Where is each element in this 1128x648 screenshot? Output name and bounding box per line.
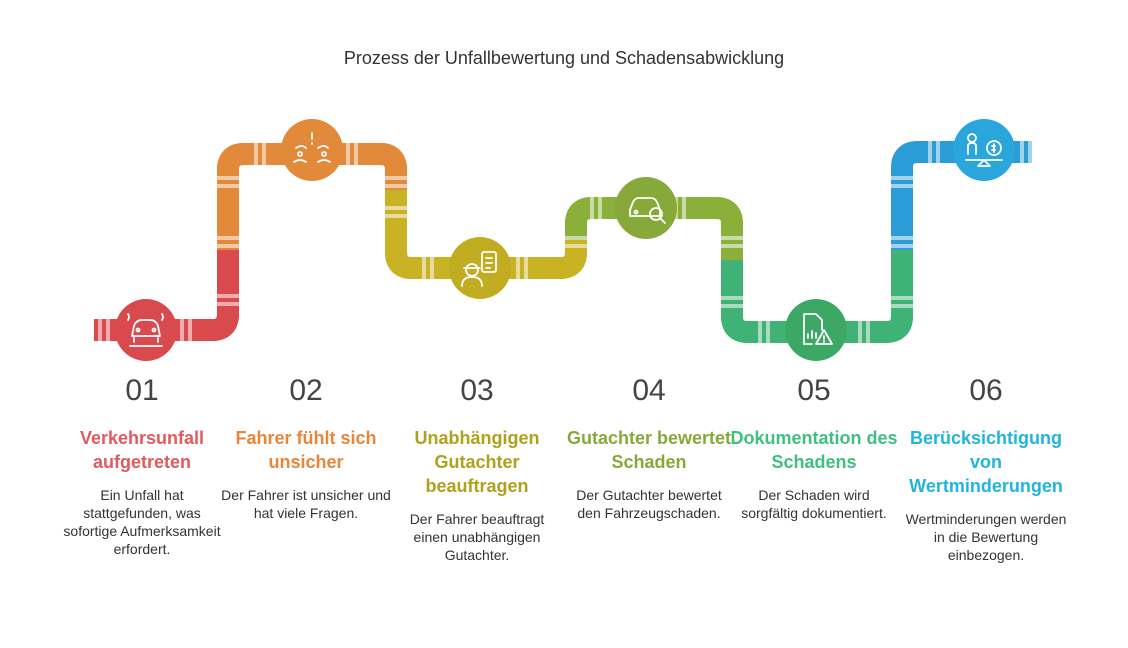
step-1: 01 Verkehrsunfall aufgetreten Ein Unfall… — [57, 374, 227, 558]
step-4: 04 Gutachter bewertet Schaden Der Gutach… — [564, 374, 734, 522]
car-crash-icon — [127, 313, 164, 347]
step-number: 04 — [632, 374, 666, 407]
step-5-node — [785, 299, 847, 361]
step-number: 03 — [460, 374, 494, 407]
step-number: 06 — [969, 374, 1003, 407]
step-heading: Dokumentation des Schadens — [730, 428, 898, 472]
step-6-node — [953, 119, 1015, 181]
pipe-red-riser — [150, 250, 239, 341]
step-description: Der Schaden wird sorgfältig dokumentiert… — [741, 487, 887, 521]
pipe-blue — [891, 141, 1032, 250]
step-5: 05 Dokumentation des Schadens Der Schade… — [729, 374, 899, 522]
damage-document-icon — [803, 313, 833, 345]
step-3: 03 Unabhängigen Gutachter beauftragen De… — [392, 374, 562, 564]
pipe-couplings — [98, 140, 1032, 344]
step-heading: Verkehrsunfall aufgetreten — [79, 428, 205, 472]
step-description: Wertminderungen werden in die Bewertung … — [905, 511, 1067, 563]
step-heading: Berücksichtigung von Wertminderungen — [909, 428, 1063, 496]
step-description: Der Fahrer beauftragt einen unabhängigen… — [409, 511, 545, 563]
step-description: Ein Unfall hat stattgefunden, was sofort… — [63, 487, 221, 557]
step-2: 02 Fahrer fühlt sich unsicher Der Fahrer… — [221, 374, 391, 522]
step-number: 02 — [289, 374, 323, 407]
step-description: Der Fahrer ist unsicher und hat viele Fr… — [221, 487, 391, 521]
step-6: 06 Berücksichtigung von Wertminderungen … — [901, 374, 1071, 564]
step-3-node — [449, 237, 511, 299]
step-1-node — [115, 299, 177, 361]
step-heading: Unabhängigen Gutachter beauftragen — [414, 428, 540, 496]
value-scale-icon — [965, 133, 1003, 167]
appraiser-clipboard-icon — [461, 251, 497, 287]
step-description: Der Gutachter bewertet den Fahrzeugschad… — [576, 487, 722, 521]
step-heading: Gutachter bewertet Schaden — [566, 428, 732, 472]
step-heading: Fahrer fühlt sich unsicher — [235, 428, 377, 472]
step-4-node — [615, 177, 677, 239]
step-2-node — [281, 119, 343, 181]
page-title: Prozess der Unfallbewertung und Schadens… — [343, 48, 785, 68]
confused-driver-icon — [293, 132, 331, 163]
step-number: 05 — [797, 374, 831, 407]
car-inspection-icon — [629, 197, 666, 224]
step-number: 01 — [125, 374, 159, 407]
